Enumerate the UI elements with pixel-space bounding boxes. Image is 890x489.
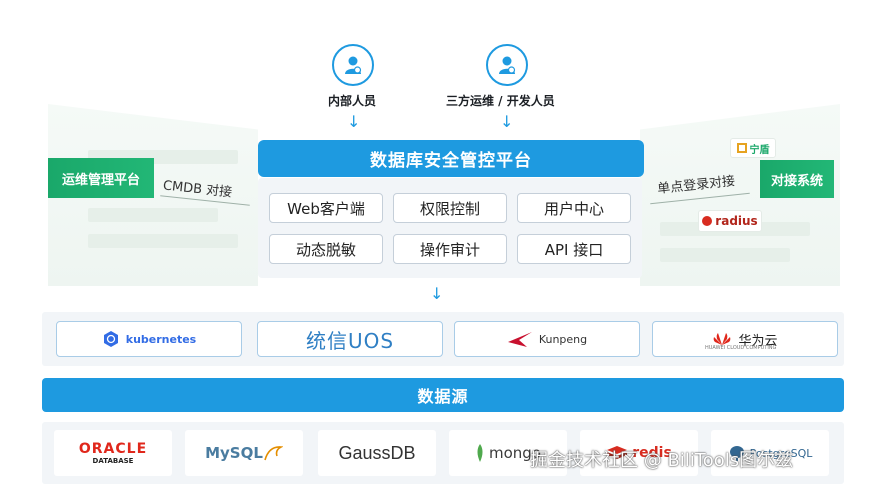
kubernetes-box: kubernetes	[56, 321, 242, 357]
ningdun-logo-icon	[736, 143, 747, 153]
watermark-text: 掘金技术社区 @ BiliTools图尔兹	[530, 450, 794, 471]
placeholder-bar	[88, 234, 238, 248]
feature-api: API 接口	[517, 234, 631, 264]
person-icon	[345, 56, 362, 74]
kunpeng-box: Kunpeng	[454, 321, 640, 357]
postgresql-logo-icon	[729, 446, 744, 461]
mongodb-box: mongo	[449, 430, 567, 476]
gaussdb-box: GaussDB	[318, 430, 436, 476]
down-arrow-icon: ↓	[347, 112, 361, 131]
huawei-cloud-box: 华为云 HUAWEI CLOUD COMPUTING	[652, 321, 838, 357]
feature-user-center: 用户中心	[517, 193, 631, 223]
internal-staff-label: 内部人员	[328, 94, 377, 108]
placeholder-bar	[88, 208, 218, 222]
down-arrow-icon: ↓	[500, 112, 514, 131]
gaussdb-logo-icon: GaussDB	[338, 442, 416, 463]
down-arrow-icon: ↓	[430, 284, 444, 303]
feature-web-client: Web客户端	[269, 193, 383, 223]
third-party-ops-label: 三方运维 / 开发人员	[446, 94, 555, 108]
oracle-logo-icon: ORACLE	[78, 441, 148, 457]
datasource-title: 数据源	[42, 378, 844, 412]
postgresql-box: PostgreSQL	[711, 430, 829, 476]
uos-box: 统信UOS	[257, 321, 443, 357]
placeholder-bar	[660, 248, 790, 262]
redis-logo-icon	[607, 446, 628, 459]
kubernetes-icon	[103, 331, 118, 347]
huawei-subtext: HUAWEI CLOUD COMPUTING	[705, 345, 777, 351]
internal-staff-icon-circle	[332, 44, 374, 86]
huawei-icon	[714, 333, 731, 345]
mysql-box: MySQL	[185, 430, 303, 476]
mongodb-leaf-icon	[477, 444, 483, 462]
radius-logo-icon	[702, 216, 713, 226]
platform-title: 数据库安全管控平台	[258, 140, 644, 177]
feature-dynamic-masking: 动态脱敏	[269, 234, 383, 264]
oracle-box: ORACLE DATABASE	[54, 430, 172, 476]
ningdun-logo: 宁盾	[730, 138, 776, 158]
radius-logo: radius	[698, 210, 762, 232]
mysql-dolphin-icon	[264, 446, 283, 461]
integration-system-tag: 对接系统	[760, 160, 834, 198]
feature-access-control: 权限控制	[393, 193, 507, 223]
person-icon	[499, 56, 516, 74]
feature-operation-audit: 操作审计	[393, 234, 507, 264]
uos-logo-icon: 统信UOS	[305, 328, 395, 353]
ops-platform-tag: 运维管理平台	[48, 158, 154, 198]
third-party-ops-icon-circle	[486, 44, 528, 86]
redis-box: redis	[580, 430, 698, 476]
kunpeng-icon	[507, 332, 532, 347]
database-row	[42, 422, 844, 484]
